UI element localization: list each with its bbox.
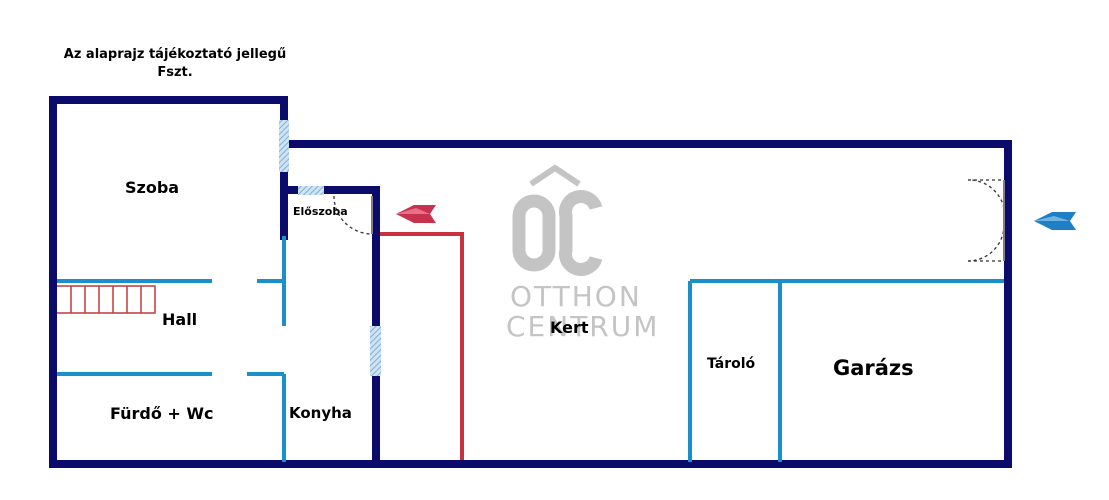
room-label-eloszoba: Előszoba [293, 205, 348, 218]
room-label-szoba: Szoba [125, 178, 180, 197]
watermark-line1: OTTHON [510, 280, 642, 313]
plan-disclaimer: Az alaprajz tájékoztató jellegű [63, 47, 287, 62]
room-label-tarolo: Tároló [707, 356, 756, 372]
window-icon [279, 120, 381, 376]
watermark-line2: CENTRUM [506, 310, 660, 343]
door-swing-icon [333, 179, 1005, 262]
floor-label: Fszt. [157, 65, 193, 80]
access-path [380, 232, 464, 460]
entrance-arrow-icon [1034, 212, 1076, 230]
exit-arrow-icon [396, 205, 436, 223]
room-label-kert: Kert [550, 318, 589, 337]
watermark-logo-icon [512, 164, 603, 276]
outer-walls [49, 96, 1012, 468]
room-label-hall: Hall [162, 310, 198, 329]
room-label-konyha: Konyha [289, 404, 352, 422]
room-label-furdo: Fürdő + Wc [110, 404, 214, 423]
stairs-icon [57, 285, 156, 314]
inner-walls [57, 236, 1004, 462]
room-label-garazs: Garázs [833, 356, 914, 380]
